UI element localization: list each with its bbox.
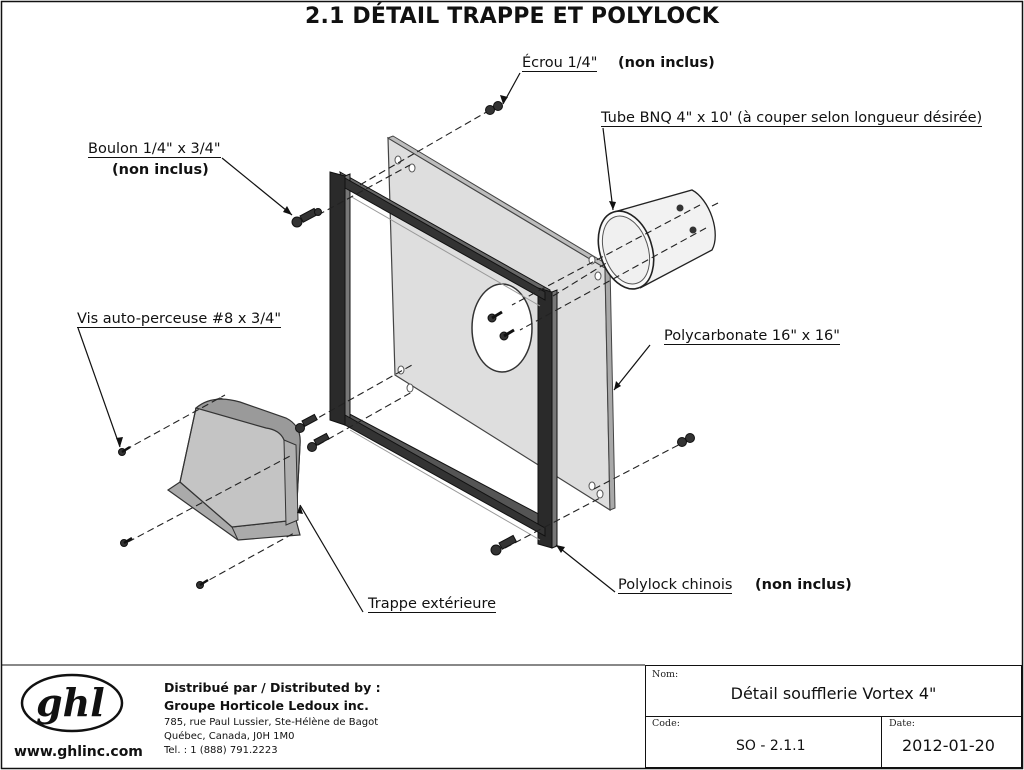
vis-1	[118, 445, 131, 456]
vis-label: Vis auto-perceuse #8 x 3/4"	[77, 311, 282, 328]
boulon-label: Boulon 1/4" x 3/4"	[88, 141, 221, 158]
bolt-mid-2	[307, 432, 330, 452]
phone-number: Tel. : 1 (888) 791.2223	[164, 745, 278, 756]
leader-arrows	[116, 95, 621, 553]
code-caption: Code:	[652, 718, 680, 729]
address-line-2: Québec, Canada, J0H 1M0	[164, 731, 295, 742]
website-link[interactable]: www.ghlinc.com	[14, 744, 143, 760]
bolt-mid-1	[295, 413, 318, 433]
ecrou-right	[677, 433, 695, 447]
polylock-note: (non inclus)	[755, 577, 852, 593]
drawing-code: SO - 2.1.1	[736, 738, 806, 754]
panel-hole	[471, 283, 533, 373]
title-block: Nom: Détail soufflerie Vortex 4" Code: S…	[645, 665, 1022, 768]
company-name: Groupe Horticole Ledoux inc.	[164, 698, 369, 713]
address-line-1: 785, rue Paul Lussier, Ste-Hélène de Bag…	[164, 717, 379, 728]
polylock-frame	[329, 171, 558, 549]
vis-2	[120, 536, 133, 547]
page-title: 2.1 DÉTAIL TRAPPE ET POLYLOCK	[305, 4, 719, 29]
ecrou-note: (non inclus)	[618, 55, 715, 71]
date-caption: Date:	[889, 718, 915, 729]
boulon-top	[291, 207, 322, 228]
leader-lines	[77, 72, 651, 613]
boulon-note: (non inclus)	[112, 162, 209, 178]
screws-in-hole	[487, 310, 515, 341]
fasteners	[118, 101, 695, 589]
nom-caption: Nom:	[652, 669, 679, 680]
polycarbonate-label: Polycarbonate 16" x 16"	[664, 328, 840, 345]
ecrou-top	[485, 101, 503, 115]
distributed-by-heading: Distribué par / Distributed by :	[164, 680, 381, 695]
ecrou-label: Écrou 1/4"	[522, 55, 598, 72]
ghl-logo-text: ghl	[22, 674, 122, 734]
boulon-bottom	[490, 534, 518, 556]
assembly-lines	[124, 109, 707, 586]
drawing-name: Détail soufflerie Vortex 4"	[730, 684, 937, 703]
trappe-label: Trappe extérieure	[368, 596, 497, 613]
polylock-label: Polylock chinois	[618, 577, 733, 594]
tube-label: Tube BNQ 4" x 10' (à couper selon longue…	[601, 110, 983, 127]
ghl-logo	[20, 673, 124, 733]
vis-3	[196, 578, 209, 589]
trappe-exterieure	[166, 397, 301, 541]
drawing-date: 2012-01-20	[902, 736, 995, 755]
logo-wordmark: ghl	[36, 680, 105, 725]
